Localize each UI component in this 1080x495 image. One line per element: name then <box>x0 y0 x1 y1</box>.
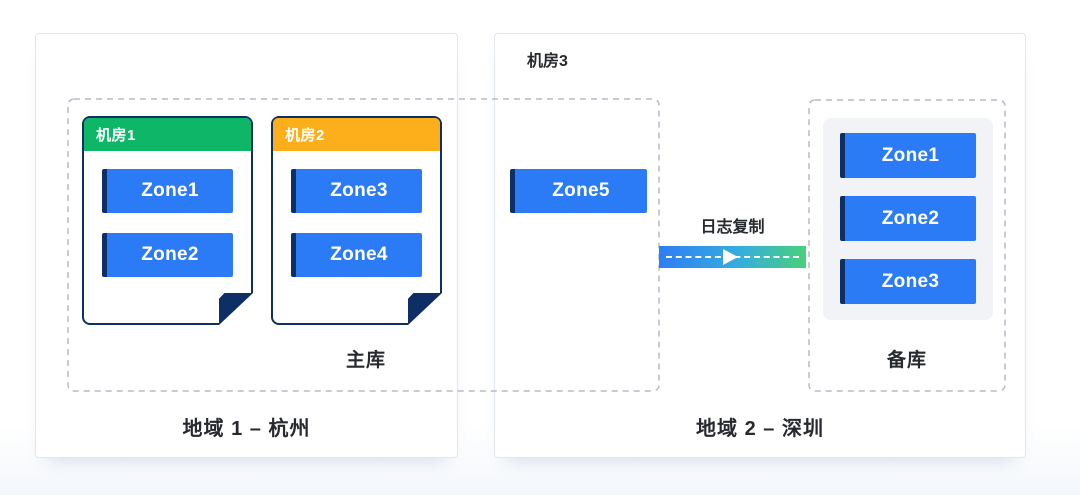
replication-label: 日志复制 <box>700 219 765 236</box>
zone-chip: Zone3 <box>291 169 422 213</box>
zone-chip: Zone1 <box>840 133 976 178</box>
idc2-header: 机房2 <box>273 118 440 151</box>
region2-label: 地域 2 – 深圳 <box>696 418 824 440</box>
standby-db-label: 备库 <box>886 350 927 371</box>
replication-arrow <box>659 246 806 268</box>
idc1-card: 机房1 Zone1 Zone2 <box>82 116 253 325</box>
zone-chip: Zone1 <box>102 169 233 213</box>
region1-label: 地域 1 – 杭州 <box>182 418 311 440</box>
idc1-header: 机房1 <box>84 118 251 151</box>
primary-db-dashed-border <box>67 98 660 392</box>
page-fold-icon <box>408 293 442 325</box>
arrow-head-icon <box>723 249 738 265</box>
zone-chip: Zone4 <box>291 233 422 277</box>
zone-chip: Zone2 <box>840 196 976 241</box>
idc2-card: 机房2 Zone3 Zone4 <box>271 116 442 325</box>
page-fold-icon <box>219 293 253 325</box>
zone-chip: Zone3 <box>840 259 976 304</box>
standby-zones-panel: Zone1 Zone2 Zone3 <box>823 118 993 320</box>
zone-chip: Zone2 <box>102 233 233 277</box>
zone-chip: Zone5 <box>510 169 647 213</box>
primary-db-label: 主库 <box>345 350 386 371</box>
standby-db-dashed-border <box>808 99 1006 392</box>
idc3-label: 机房3 <box>527 53 568 70</box>
